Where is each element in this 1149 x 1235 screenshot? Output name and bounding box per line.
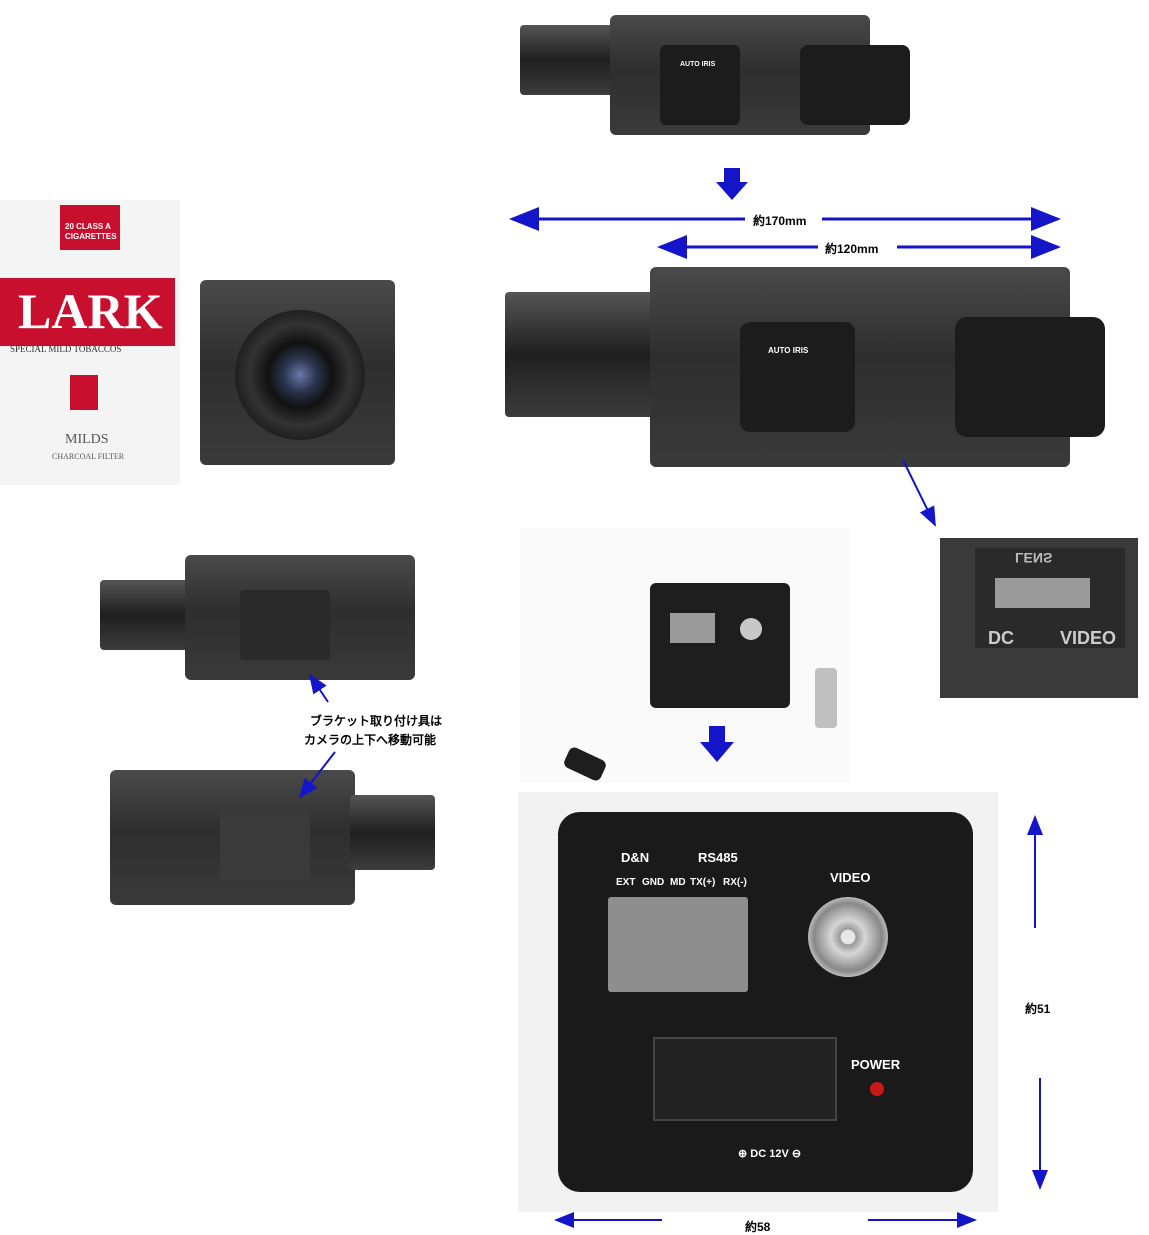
photo-camera-side-top: AUTO IRIS bbox=[510, 5, 920, 165]
video-label: VIDEO bbox=[830, 870, 871, 885]
terminal-block bbox=[670, 613, 715, 643]
photo-camera-top-bracket bbox=[100, 735, 445, 915]
power-led bbox=[870, 1082, 884, 1096]
rx-label: RX(-) bbox=[723, 877, 747, 888]
photo-cigarette-pack: 20 CLASS A CIGARETTES LARK SPECIAL MILD … bbox=[0, 200, 180, 485]
bnc-connector bbox=[740, 618, 762, 640]
mount-plate bbox=[220, 810, 310, 880]
class-badge bbox=[60, 205, 120, 250]
control-cover bbox=[955, 317, 1105, 437]
dc-label: ⊕ DC 12V ⊖ bbox=[738, 1148, 802, 1160]
photo-rear-small bbox=[520, 528, 850, 783]
filter-text: CHARCOAL FILTER bbox=[52, 452, 125, 461]
photo-camera-front bbox=[180, 255, 445, 480]
variant-name: MILDS bbox=[65, 432, 109, 447]
photo-zoom-inset: LENS DC VIDEO bbox=[940, 538, 1138, 698]
bracket-plate bbox=[240, 590, 330, 660]
dim-length-120: 約120mm bbox=[822, 240, 882, 257]
bracket-note-line2: カメラの上下へ移動可能 bbox=[304, 733, 437, 747]
bnc-adapter bbox=[815, 668, 837, 728]
lens-switch bbox=[995, 578, 1090, 608]
class-line1: 20 CLASS A bbox=[65, 222, 111, 231]
gnd-label: GND bbox=[642, 877, 665, 888]
crest-icon bbox=[70, 375, 98, 410]
lens bbox=[100, 580, 190, 650]
dim-length-170: 約170mm bbox=[750, 212, 810, 229]
lens bbox=[520, 25, 620, 95]
bracket-note-line1: ブラケット取り付け具は bbox=[310, 714, 443, 728]
auto-iris-label: AUTO IRIS bbox=[768, 346, 809, 355]
lens bbox=[505, 292, 655, 417]
brand-name: LARK bbox=[18, 283, 163, 339]
class-line2: CIGARETTES bbox=[65, 232, 117, 241]
control-cover bbox=[800, 45, 910, 125]
auto-iris-panel bbox=[740, 322, 855, 432]
power-label: POWER bbox=[851, 1057, 901, 1072]
ext-label: EXT bbox=[616, 877, 636, 888]
dc-plug bbox=[562, 745, 608, 783]
lens-front bbox=[235, 310, 365, 440]
brand-band bbox=[0, 278, 175, 346]
lens bbox=[350, 795, 435, 870]
rs485-label: RS485 bbox=[698, 850, 738, 865]
camera-rear-face bbox=[558, 812, 973, 1192]
tagline: SPECIAL MILD TOBACCOS bbox=[10, 344, 122, 354]
inset-dc-label: DC bbox=[988, 628, 1014, 648]
camera-body bbox=[650, 583, 790, 708]
bnc-video-connector bbox=[808, 897, 888, 977]
dim-height-51: 約51 bbox=[1025, 1002, 1051, 1016]
inset-video-label: VIDEO bbox=[1060, 628, 1117, 648]
auto-iris-label: AUTO IRIS bbox=[680, 61, 716, 68]
dn-label: D&N bbox=[621, 850, 650, 865]
inset-lens-label: LENS bbox=[1015, 550, 1053, 566]
photo-camera-side-large: AUTO IRIS bbox=[500, 262, 1140, 492]
photo-camera-bottom-bracket bbox=[95, 535, 440, 695]
tx-label: TX(+) bbox=[690, 877, 716, 888]
md-label: MD bbox=[670, 877, 686, 888]
photo-rear-large: D&N RS485 EXT GND MD TX(+) RX(-) VIDEO P… bbox=[518, 792, 998, 1212]
dim-width-58: 約58 bbox=[745, 1220, 771, 1234]
auto-iris-panel bbox=[660, 45, 740, 125]
terminal-block bbox=[608, 897, 748, 992]
dc-terminal-block bbox=[653, 1037, 837, 1121]
down-arrow-1 bbox=[716, 168, 748, 200]
